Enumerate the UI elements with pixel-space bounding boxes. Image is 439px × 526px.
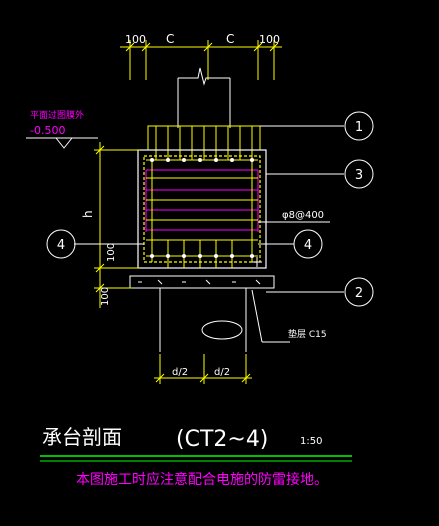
dim-100-right: 100 (259, 33, 280, 46)
dim-c-left: C (166, 32, 174, 46)
main-rebars (146, 159, 258, 268)
dim-100-left: 100 (125, 33, 146, 46)
dim-c-right: C (226, 32, 234, 46)
svg-text:4: 4 (304, 238, 312, 253)
callout-1: 1 (344, 111, 374, 141)
rebar-dots (150, 158, 254, 258)
pile-cap-outline (137, 149, 267, 269)
bottom-dimension (154, 354, 252, 384)
pile (159, 288, 247, 352)
callout-3: 3 (344, 159, 374, 189)
title-code: (CT2~4) (176, 427, 268, 452)
top-dimension (120, 40, 282, 80)
svg-text:1: 1 (355, 120, 363, 135)
callout-leaders (74, 125, 344, 343)
left-dimension (94, 142, 140, 308)
dim-d2-left: d/2 (172, 367, 188, 378)
elevation-symbol (26, 137, 98, 149)
dim-d2-right: d/2 (214, 367, 230, 378)
elevation-value: -0.500 (30, 124, 65, 137)
cushion-label: 垫层 C15 (288, 328, 327, 340)
svg-text:4: 4 (57, 238, 65, 253)
column-stub (177, 67, 231, 128)
dim-100-side-a: 100 (106, 243, 117, 262)
rebar-spec-label: φ8@400 (282, 210, 324, 221)
callout-4-right: 4 (293, 229, 323, 259)
title-name: 承台剖面 (42, 425, 122, 449)
svg-text:3: 3 (355, 168, 363, 183)
dim-100-side-b: 100 (100, 287, 111, 306)
callout-4-left: 4 (46, 229, 76, 259)
callout-2: 2 (344, 277, 374, 307)
svg-text:2: 2 (355, 286, 363, 301)
elevation-label: 平面过图膜外 (30, 109, 84, 121)
dim-h: h (81, 210, 95, 218)
construction-note: 本图施工时应注意配合电施的防雷接地。 (76, 471, 328, 488)
cross-marker (252, 257, 262, 267)
title-scale: 1:50 (300, 436, 322, 447)
stirrups (145, 169, 259, 232)
cushion-layer (129, 275, 275, 289)
column-rebar (147, 125, 261, 160)
